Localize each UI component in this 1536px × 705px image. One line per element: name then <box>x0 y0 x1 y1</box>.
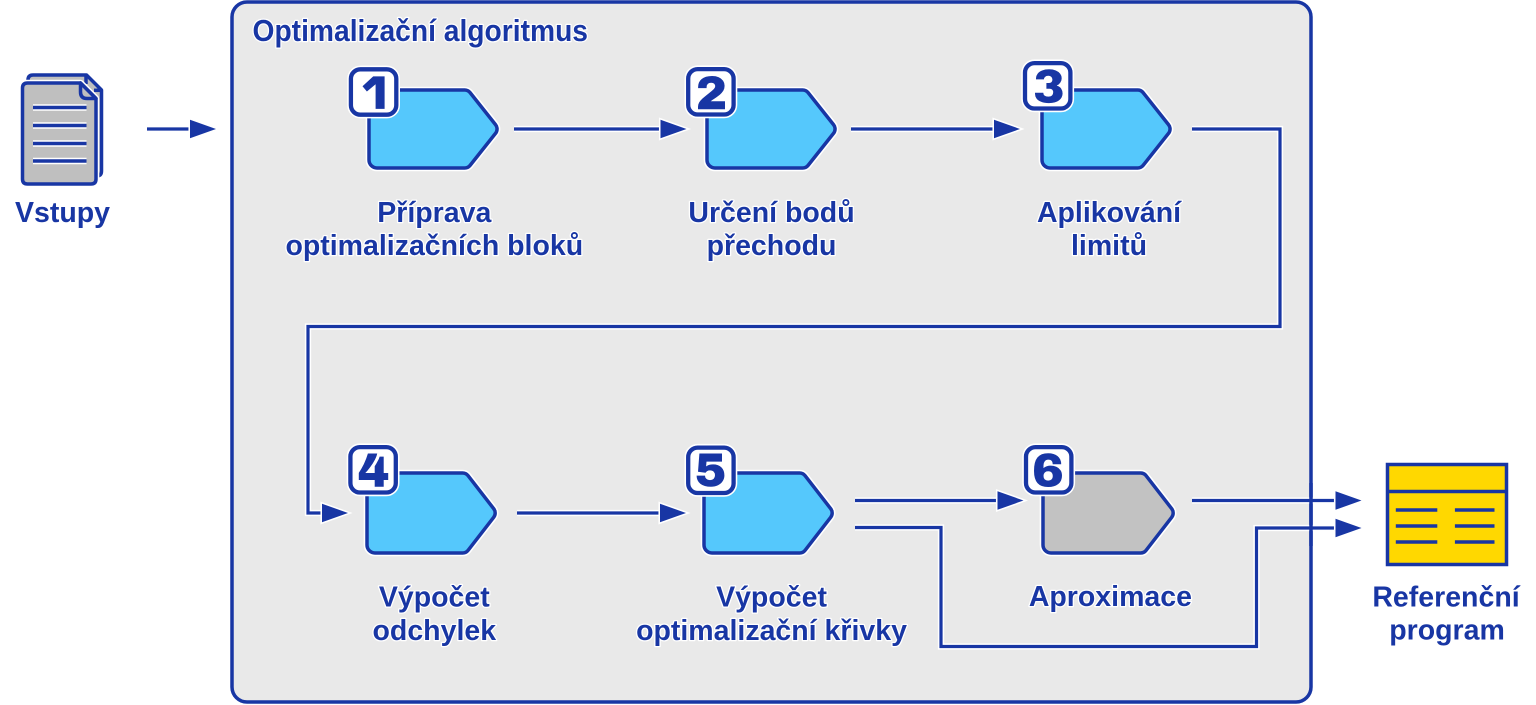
svg-text:program: program <box>1389 615 1505 647</box>
svg-text:limitů: limitů <box>1071 230 1147 262</box>
svg-text:Příprava: Příprava <box>377 197 492 229</box>
svg-text:Výpočet: Výpočet <box>716 582 827 614</box>
svg-text:Vstupy: Vstupy <box>15 197 110 229</box>
svg-text:Výpočet: Výpočet <box>379 582 490 614</box>
svg-text:Aplikování: Aplikování <box>1037 197 1182 229</box>
svg-text:přechodu: přechodu <box>707 230 837 262</box>
svg-text:Určení bodů: Určení bodů <box>688 197 854 229</box>
svg-text:Referenční: Referenční <box>1372 582 1520 614</box>
svg-text:optimalizačních bloků: optimalizačních bloků <box>285 230 583 262</box>
svg-text:Aproximace: Aproximace <box>1029 581 1192 613</box>
svg-text:Optimalizační algoritmus: Optimalizační algoritmus <box>253 14 589 48</box>
svg-text:odchylek: odchylek <box>373 615 497 647</box>
svg-text:optimalizační křivky: optimalizační křivky <box>636 615 907 647</box>
